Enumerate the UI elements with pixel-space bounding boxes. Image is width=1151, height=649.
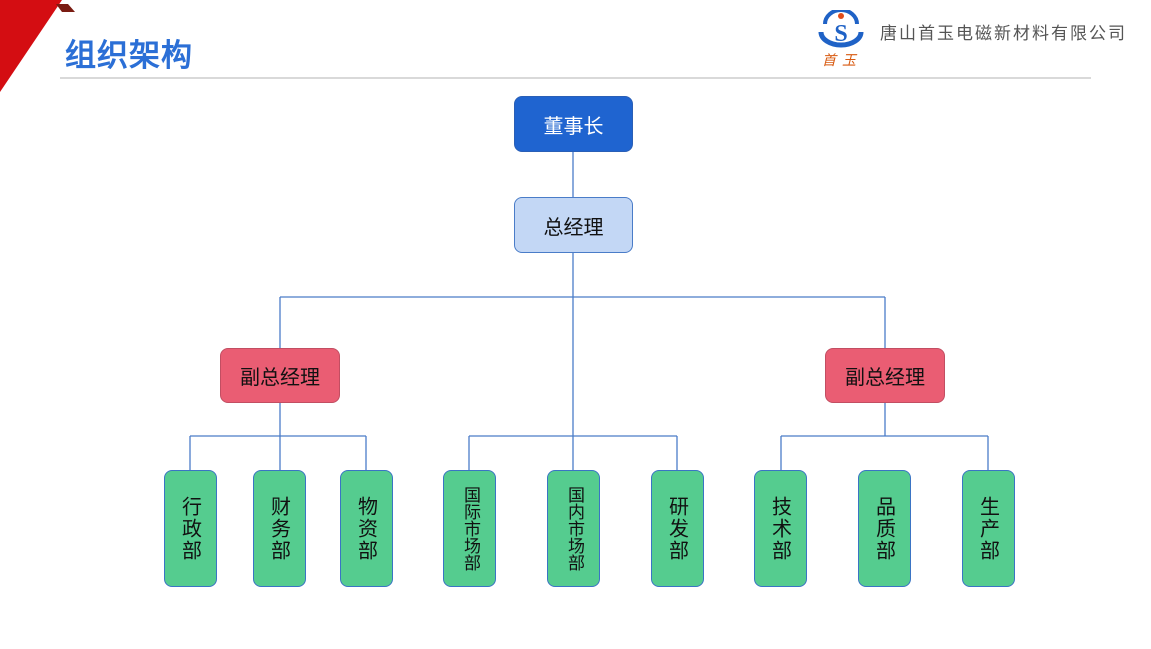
node-vice-manager-left: 副总经理	[220, 348, 340, 403]
logo-text: 首玉	[822, 53, 862, 69]
corner-decoration	[0, 0, 75, 92]
node-rnd-department: 研发部	[651, 470, 704, 587]
node-production-department: 生产部	[962, 470, 1015, 587]
node-general-manager: 总经理	[514, 197, 633, 253]
svg-text:S: S	[834, 21, 847, 47]
node-chairman: 董事长	[514, 96, 633, 152]
node-vice-manager-right: 副总经理	[825, 348, 945, 403]
node-quality-department: 品质部	[858, 470, 911, 587]
node-materials-department: 物资部	[340, 470, 393, 587]
node-intl-market-department: 国际市场部	[443, 470, 496, 587]
company-logo-icon: S	[818, 10, 864, 48]
node-finance-department: 财务部	[253, 470, 306, 587]
node-domestic-market-department: 国内市场部	[547, 470, 600, 587]
node-admin-department: 行政部	[164, 470, 217, 587]
node-tech-department: 技术部	[754, 470, 807, 587]
page-title: 组织架构	[65, 38, 193, 74]
company-name: 唐山首玉电磁新材料有限公司	[880, 24, 1127, 44]
header-divider	[60, 77, 1091, 79]
